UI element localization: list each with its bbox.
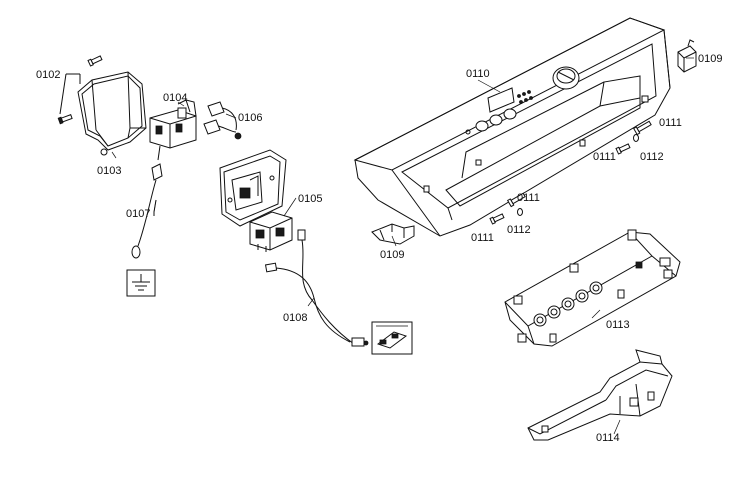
part-0110-control-panel: [353, 17, 671, 237]
label-0112-b: 0112: [507, 224, 531, 236]
part-0113-circuit-board: [504, 229, 681, 347]
label-0108: 0108: [283, 312, 307, 324]
part-0109-clip-top: [677, 39, 697, 73]
label-0111-c: 0111: [517, 192, 540, 204]
part-0107-ground-wire: [131, 163, 163, 259]
label-0111-a: 0111: [659, 117, 682, 129]
label-0106: 0106: [238, 112, 262, 124]
label-0105: 0105: [298, 193, 322, 205]
label-0103: 0103: [97, 165, 121, 177]
part-0108-pcb: [371, 321, 413, 355]
part-0108-wire-harness: [264, 229, 369, 347]
leader-lines: [111, 57, 694, 435]
part-0106-connector-wire: [203, 101, 242, 140]
label-0113: 0113: [606, 319, 630, 331]
part-0105-bracket: [219, 149, 287, 227]
part-0103-cover: [77, 71, 147, 156]
screw-and-washer-set-lower: [489, 192, 526, 225]
label-0111-b: 0111: [593, 151, 616, 163]
ground-symbol-icon: [126, 269, 156, 297]
part-labels: 0102 0103 0104 0106 0107 0105 0108 0110 …: [36, 53, 722, 444]
screw-and-washer-set-upper: [615, 120, 652, 155]
part-0104-switch-block: [149, 99, 197, 161]
part-0102-screws: [57, 55, 103, 125]
part-0105-switch-module: [249, 211, 293, 252]
label-0109-bottom: 0109: [380, 249, 404, 261]
label-0104: 0104: [163, 92, 187, 104]
label-0114: 0114: [596, 432, 620, 444]
part-0114-lever-bracket: [527, 349, 673, 441]
label-0111-d: 0111: [471, 232, 494, 244]
part-0109-clip-bottom: [371, 223, 415, 245]
label-0109-top: 0109: [698, 53, 722, 65]
label-0112-a: 0112: [640, 151, 664, 163]
label-0107: 0107: [126, 208, 150, 220]
label-0110: 0110: [466, 68, 490, 80]
label-0102: 0102: [36, 69, 60, 81]
